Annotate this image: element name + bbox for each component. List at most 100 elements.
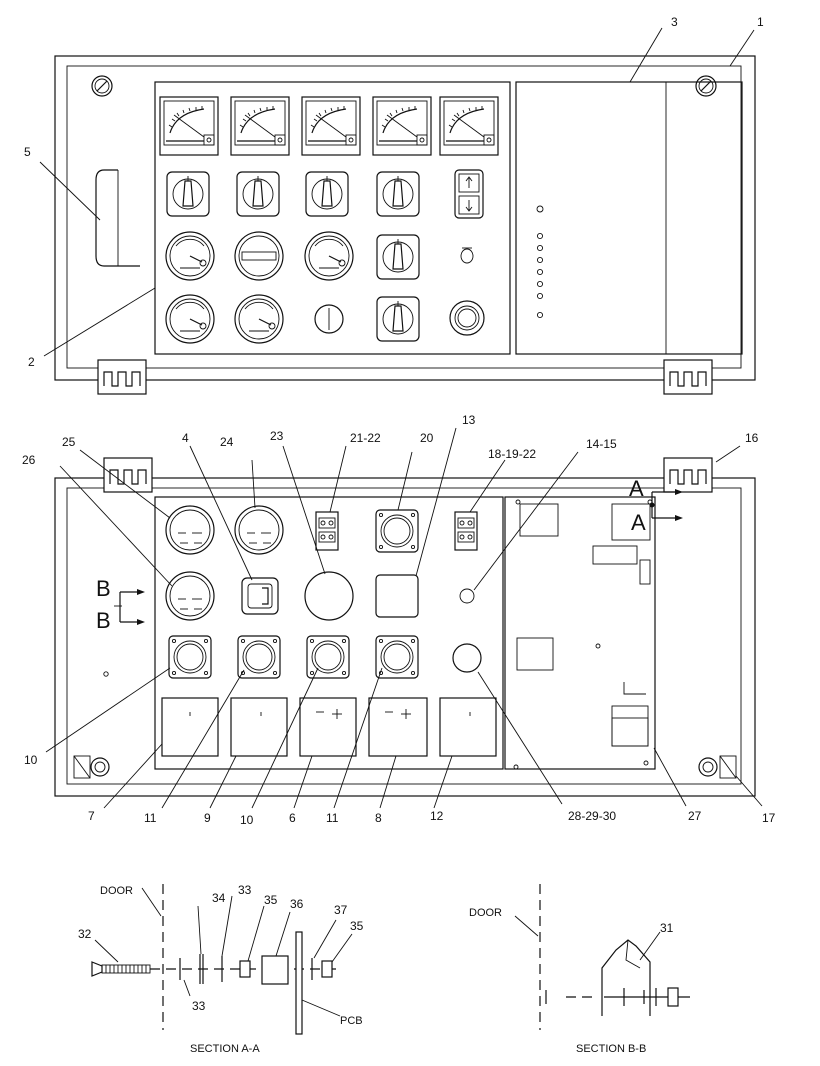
side-cover: [515, 81, 667, 355]
rotary-switch-3: [305, 171, 349, 217]
callout-26: 26: [22, 453, 36, 467]
callout-35-right: 35: [350, 919, 364, 933]
nut-35b: [321, 960, 333, 978]
toggle-switch: [454, 169, 484, 219]
switch-body-8: [368, 697, 428, 757]
pcb-label: PCB: [340, 1015, 363, 1027]
rotary-switch-5: [376, 234, 420, 280]
callout-4: 4: [182, 431, 189, 445]
callout-34: 34: [212, 891, 226, 905]
callout-28-29-30: 28-29-30: [568, 809, 616, 823]
rear-component-plate: [154, 496, 504, 770]
rear-panel-inner: [66, 487, 742, 785]
pcb-components: [513, 499, 653, 770]
callout-18-19-22: 18-19-22: [488, 447, 536, 461]
nut-35a: [239, 960, 251, 978]
rear-hinge-left: [103, 457, 153, 493]
switch-body-7: [161, 697, 219, 757]
callout-12: 12: [430, 809, 444, 823]
instrument-panel: [154, 81, 511, 355]
rear-panel-outer: [54, 477, 756, 797]
gauge-3: [165, 294, 215, 344]
spacer-36: [261, 955, 289, 985]
callout-11-center: 11: [326, 811, 339, 825]
terminal-block-21: [315, 511, 339, 551]
section-aa-caption: SECTION A-A: [190, 1043, 260, 1055]
callout-32: 32: [78, 927, 92, 941]
section-marker-labels: A A B B: [96, 476, 646, 633]
rear-latch-right: [698, 755, 737, 779]
switch-body-6: [299, 697, 357, 757]
indicator-lamp: [460, 247, 474, 264]
meter-2: [230, 96, 290, 156]
push-button: [314, 304, 344, 334]
rotary-switch-6: [376, 296, 420, 342]
rear-switch-13: [375, 574, 419, 618]
door-handle: [95, 169, 140, 267]
section-a-marker: [649, 489, 683, 521]
callout-9: 9: [204, 811, 211, 825]
rear-hinge-right: [663, 457, 713, 493]
callout-labels: 1 2 3 5 4 25 26 24 23 21-22 20 13 18-19-…: [22, 15, 776, 1013]
section-captions: DOOR PCB SECTION A-A DOOR SECTION B-B: [100, 885, 646, 1055]
side-compartment: [515, 81, 743, 355]
callout-23: 23: [270, 429, 284, 443]
switch-body-12: [439, 697, 497, 757]
callout-31: 31: [660, 921, 674, 935]
rear-latch-left: [73, 755, 110, 779]
front-panel-inner: [66, 65, 742, 369]
section-bb-caption: SECTION B-B: [576, 1043, 646, 1055]
rear-button-23: [304, 571, 354, 621]
section-a-letter-2: A: [631, 510, 646, 535]
emergency-button: [449, 300, 485, 336]
callout-33-upper: 33: [238, 883, 252, 897]
front-panel-outer: [54, 55, 756, 381]
section-b-letter-1: B: [96, 576, 111, 601]
nut-b: [667, 987, 679, 1007]
meter-3: [301, 96, 361, 156]
meter-1: [159, 96, 219, 156]
door-label-b: DOOR: [469, 907, 502, 919]
callout-3: 3: [671, 15, 678, 29]
rotary-switch-1: [166, 171, 210, 217]
callout-37: 37: [334, 903, 348, 917]
rear-gauge-26: [165, 571, 215, 621]
connector-20: [375, 509, 419, 553]
connector-10a: [168, 635, 212, 679]
front-screw-right: [695, 75, 717, 97]
meter-5: [439, 96, 499, 156]
connector-11a: [237, 635, 281, 679]
callout-33-lower: 33: [192, 999, 206, 1013]
pcb-board: [504, 496, 656, 770]
rotary-switch-4: [376, 171, 420, 217]
callout-27: 27: [688, 809, 702, 823]
section-aa-view: [91, 884, 353, 1035]
callout-36: 36: [290, 897, 304, 911]
terminal-block-18: [454, 511, 478, 551]
gauge-body-31: [601, 939, 651, 1016]
front-view: [39, 27, 756, 395]
callout-10-left: 10: [24, 753, 38, 767]
callout-16: 16: [745, 431, 759, 445]
rear-gauge-25: [165, 505, 215, 555]
callout-21-22: 21-22: [350, 431, 381, 445]
rear-view: [45, 427, 763, 809]
switch-body-9: [230, 697, 288, 757]
section-bb-view: [514, 884, 690, 1030]
callout-20: 20: [420, 431, 434, 445]
rotary-switch-2: [236, 171, 280, 217]
gauge-4: [234, 294, 284, 344]
front-screw-left: [91, 75, 113, 97]
rear-gauge-24: [234, 505, 284, 555]
rear-hourmeter-4: [241, 577, 279, 615]
connector-11b: [375, 635, 419, 679]
callout-8: 8: [375, 811, 382, 825]
led-column: [536, 205, 544, 319]
rear-lamp-14: [459, 588, 475, 604]
door-label-a: DOOR: [100, 885, 133, 897]
front-hinge-right: [663, 359, 713, 395]
front-hinge-left: [97, 359, 147, 395]
screw-32: [91, 961, 151, 977]
callout-24: 24: [220, 435, 234, 449]
